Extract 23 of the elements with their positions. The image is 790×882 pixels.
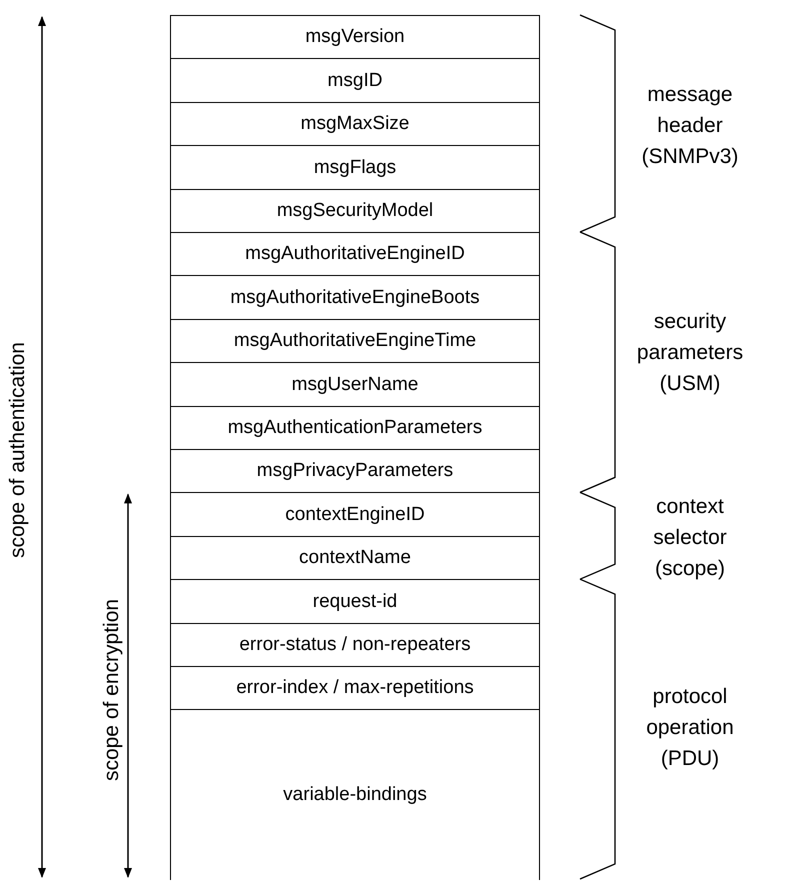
field-row: error-index / max-repetitions (170, 666, 540, 711)
field-row: contextEngineID (170, 492, 540, 538)
field-row: msgUserName (170, 362, 540, 408)
section-label: protocol operation (PDU) (645, 684, 735, 772)
scope-label: scope of encryption (100, 598, 124, 782)
field-row: msgAuthoritativeEngineID (170, 232, 540, 277)
field-row: variable-bindings (170, 709, 540, 880)
field-row: msgPrivacyParameters (170, 449, 540, 494)
section-label: context selector (scope) (652, 494, 728, 582)
field-row: msgAuthoritativeEngineBoots (170, 275, 540, 320)
field-row: msgAuthenticationParameters (170, 406, 540, 450)
field-row: msgID (170, 58, 540, 104)
field-row: msgAuthoritativeEngineTime (170, 318, 540, 364)
field-row: msgMaxSize (170, 102, 540, 147)
section-label: message header (SNMPv3) (640, 82, 740, 170)
field-row: msgFlags (170, 145, 540, 190)
section-label: security parameters (USM) (636, 308, 744, 396)
field-row: request-id (170, 579, 540, 624)
field-row: contextName (170, 536, 540, 581)
scope-label: scope of authentication (6, 342, 30, 558)
field-row: error-status / non-repeaters (170, 622, 540, 668)
field-row: msgVersion (170, 15, 540, 60)
field-row: msgSecurityModel (170, 188, 540, 234)
